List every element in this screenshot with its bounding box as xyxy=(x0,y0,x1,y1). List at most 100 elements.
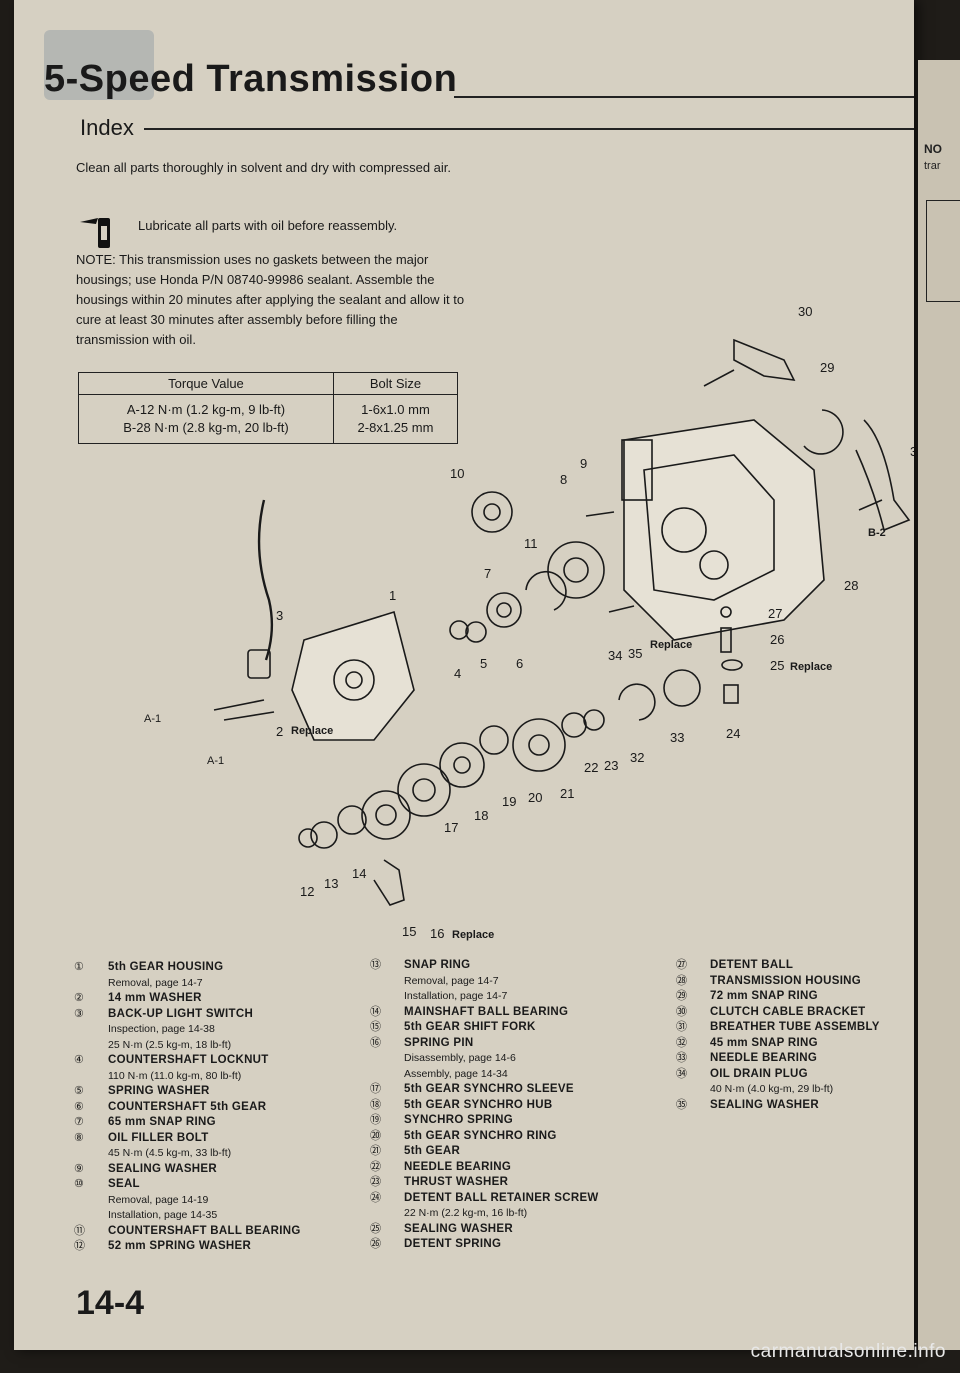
callout-10: 10 xyxy=(450,466,464,481)
legend-item-number: ㉖ xyxy=(370,1238,381,1250)
callout-30: 30 xyxy=(798,304,812,319)
legend-item-number: ⑦ xyxy=(74,1116,84,1128)
legend-item: ㉖ DETENT SPRING xyxy=(370,1237,670,1253)
legend-item-name: SYNCHRO SPRING xyxy=(404,1114,513,1126)
legend-item-name: 45 mm SNAP RING xyxy=(710,1036,818,1049)
legend-item-number: ㉒ xyxy=(370,1160,381,1173)
legend-item-number: ㉛ xyxy=(676,1021,687,1033)
legend-item-name: SNAP RING xyxy=(404,959,471,971)
legend-item-detail: Assembly, page 14-34 xyxy=(404,1067,508,1080)
legend-item-number: ⑩ xyxy=(74,1178,84,1190)
a1-label: A-1 xyxy=(207,755,224,767)
legend-item-number: ㉓ xyxy=(370,1176,381,1188)
adjacent-page-box xyxy=(926,200,960,302)
callout-21: 21 xyxy=(560,786,574,801)
legend-item-name: SPRING PIN xyxy=(404,1036,474,1049)
adjacent-page-edge: NO trar xyxy=(918,60,960,1350)
legend-item: ㉙ 72 mm SNAP RING xyxy=(676,989,910,1005)
legend-item-detail: Removal, page 14-7 xyxy=(404,974,499,987)
callout-8: 8 xyxy=(560,472,567,487)
oil-can-icon xyxy=(80,218,110,248)
legend-item-number: ⑯ xyxy=(370,1036,381,1049)
callout-31: 31 xyxy=(910,444,914,459)
intro-text: Clean all parts thoroughly in solvent an… xyxy=(76,160,452,175)
legend-item-detail: 25 N·m (2.5 kg-m, 18 lb-ft) xyxy=(108,1038,232,1051)
callout-25: 25 xyxy=(770,658,784,673)
legend-item-detail: 40 N·m (4.0 kg-m, 29 lb-ft) xyxy=(710,1083,834,1095)
legend-item: ⑰ 5th GEAR SYNCHRO SLEEVE xyxy=(370,1082,670,1098)
size-line: 2-8x1.25 mm xyxy=(357,420,434,435)
callout-16: 16 xyxy=(430,926,444,941)
legend-item-name: DETENT BALL xyxy=(710,959,794,971)
legend-item-number: ㉜ xyxy=(676,1036,687,1049)
callout-24: 24 xyxy=(726,726,740,741)
legend-item-name: SEAL xyxy=(108,1178,140,1190)
legend-item: ⑨ SEALING WASHER xyxy=(74,1162,364,1178)
legend-item-name: OIL DRAIN PLUG xyxy=(710,1067,808,1080)
callout-19: 19 xyxy=(502,794,516,809)
legend-item-number: ⑰ xyxy=(370,1083,381,1095)
legend-item-name: THRUST WASHER xyxy=(404,1176,509,1188)
callout-14: 14 xyxy=(352,866,366,881)
torque-line: B-28 N·m (2.8 kg-m, 20 lb-ft) xyxy=(123,420,289,435)
legend-item-name: BREATHER TUBE ASSEMBLY xyxy=(710,1021,880,1033)
callout-28: 28 xyxy=(844,578,858,593)
legend-item-name: 72 mm SNAP RING xyxy=(710,990,818,1002)
legend-item-number: ㉝ xyxy=(676,1052,687,1064)
callout-3: 3 xyxy=(276,608,283,623)
callout-7: 7 xyxy=(484,566,491,581)
callout-26: 26 xyxy=(770,632,784,647)
legend-item-name: NEEDLE BEARING xyxy=(710,1052,818,1064)
bolt-sizes: 1-6x1.0 mm 2-8x1.25 mm xyxy=(332,394,459,444)
callout-20: 20 xyxy=(528,790,542,805)
legend-item-name: TRANSMISSION HOUSING xyxy=(710,974,862,987)
legend-item-detail: Installation, page 14-35 xyxy=(108,1209,218,1221)
legend-item-name: SEALING WASHER xyxy=(710,1098,819,1111)
legend-item-name: SPRING WASHER xyxy=(108,1085,210,1097)
size-line: 1-6x1.0 mm xyxy=(361,402,430,417)
legend-item-number: ⑧ xyxy=(74,1131,84,1144)
torque-table: Torque Value Bolt Size A-12 N·m (1.2 kg-… xyxy=(78,372,459,444)
legend-item-number: ⑫ xyxy=(74,1240,85,1252)
legend-item: ㉜ 45 mm SNAP RING xyxy=(676,1036,910,1052)
legend-item-number: ㉗ xyxy=(676,959,687,971)
legend-item-name: 5th GEAR SHIFT FORK xyxy=(404,1021,536,1033)
legend-item-number: ㉟ xyxy=(676,1098,687,1111)
callout-34: 34 xyxy=(608,648,622,663)
legend-item-detail: Inspection, page 14-38 xyxy=(108,1023,215,1035)
callout-23: 23 xyxy=(604,758,618,773)
callout-29: 29 xyxy=(820,360,834,375)
legend-item-number: ㉙ xyxy=(676,990,687,1002)
legend-item-name: DETENT SPRING xyxy=(404,1238,502,1250)
replace-label-2: Replace xyxy=(291,725,333,737)
legend-item-number: ① xyxy=(74,961,84,973)
legend-item-number: ④ xyxy=(74,1054,84,1066)
replace-label-16: Replace xyxy=(452,929,494,941)
legend-item-number: ⑪ xyxy=(74,1224,85,1237)
legend-item-number: ⑮ xyxy=(370,1021,381,1033)
legend-item: ㉓ THRUST WASHER xyxy=(370,1175,670,1191)
legend-item-number: ⑨ xyxy=(74,1162,84,1175)
callout-27: 27 xyxy=(768,606,782,621)
legend-item-number: ⑤ xyxy=(74,1085,84,1097)
legend-item-number: ㉑ xyxy=(370,1145,381,1157)
legend-item-name: BACK-UP LIGHT SWITCH xyxy=(108,1007,254,1020)
manual-page: 5-Speed Transmission Index Clean all par… xyxy=(14,0,914,1350)
legend-item-detail: 22 N·m (2.2 kg-m, 16 lb-ft) xyxy=(404,1207,528,1219)
legend-item-name: SEALING WASHER xyxy=(108,1162,217,1175)
legend-item-name: DETENT BALL RETAINER SCREW xyxy=(404,1191,599,1204)
adjacent-page-text: NO xyxy=(924,142,942,156)
legend-item-name: 5th GEAR SYNCHRO SLEEVE xyxy=(404,1083,574,1095)
